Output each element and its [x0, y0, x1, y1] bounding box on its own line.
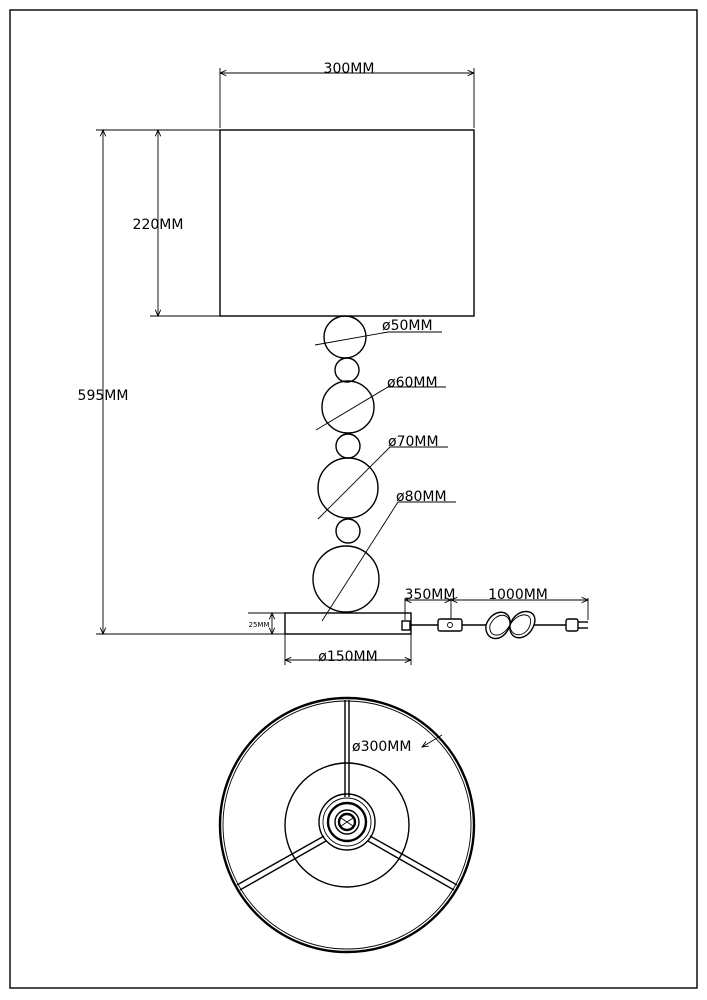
shade-diffuser-ring: [284, 762, 410, 888]
spacer-ball-2: [335, 433, 361, 459]
total-height-label: 595MM: [78, 388, 129, 404]
shade-outer-ring: [218, 696, 476, 954]
ball-70-label: ø70MM: [388, 434, 439, 450]
cord-to-switch-label: 350MM: [405, 587, 456, 603]
shade-diameter-label: ø300MM: [352, 739, 411, 755]
base-height-dimension: 25MM: [248, 613, 285, 634]
ball-50-label: ø50MM: [382, 318, 433, 334]
spacer-ball-3: [335, 518, 361, 544]
shade-height-label: 220MM: [133, 217, 184, 233]
ball-80: [312, 545, 380, 613]
cord-length-dimensions: 350MM 1000MM: [405, 587, 588, 620]
spacer-ball-1: [334, 357, 360, 383]
lamp-base: [284, 612, 412, 635]
bulb-socket-icon: [337, 812, 357, 832]
shade-inner-ring: [222, 700, 472, 950]
plug-icon: [565, 618, 579, 632]
ball-60: [321, 380, 375, 434]
base-height-label: 25MM: [249, 621, 270, 629]
shade-width-dimension: 300MM: [220, 61, 474, 128]
lamp-stem: [312, 315, 380, 613]
ball-80-callout: ø80MM: [321, 489, 456, 622]
shade-bottom-view: [218, 696, 476, 954]
cord-exit: [401, 620, 411, 631]
socket-hub: [318, 793, 376, 851]
shade-height-dimension: 220MM: [133, 130, 220, 316]
ball-60-label: ø60MM: [387, 375, 438, 391]
inline-switch-icon: [437, 618, 463, 632]
lamp-shade: [219, 129, 475, 317]
ball-70-callout: ø70MM: [317, 434, 448, 520]
ball-80-label: ø80MM: [396, 489, 447, 505]
ball-60-callout: ø60MM: [315, 375, 446, 431]
sheet-border: [9, 9, 698, 989]
cord-to-plug-label: 1000MM: [488, 587, 548, 603]
total-height-dimension: 595MM: [78, 130, 285, 634]
ball-50-callout: ø50MM: [314, 318, 442, 346]
base-diameter-label: ø150MM: [318, 649, 377, 665]
shade-diameter-callout: ø300MM: [352, 734, 443, 755]
ball-70: [317, 457, 379, 519]
power-cord: [401, 610, 588, 640]
shade-width-label: 300MM: [324, 61, 375, 77]
base-diameter-dimension: ø150MM: [285, 634, 411, 665]
